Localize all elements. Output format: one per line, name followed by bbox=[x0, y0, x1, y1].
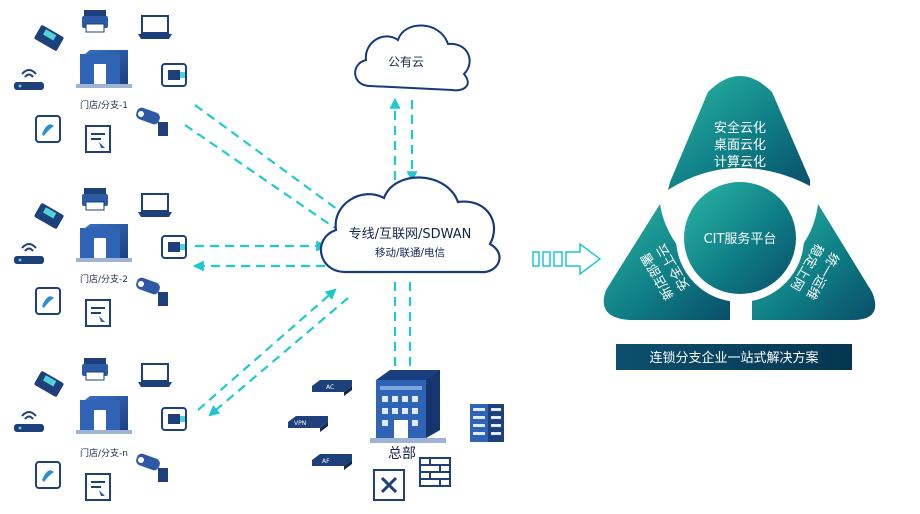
network-switch-icon bbox=[373, 469, 405, 501]
security-camera-icon bbox=[136, 453, 168, 482]
printer-icon bbox=[82, 358, 108, 381]
laptop-icon bbox=[138, 363, 172, 387]
store-building-icon bbox=[76, 224, 132, 262]
top-item-1: 安全云化 bbox=[714, 120, 766, 136]
public-cloud: 公有云 bbox=[354, 24, 471, 92]
af-appliance-icon: AF bbox=[312, 454, 352, 470]
laptop-icon bbox=[138, 15, 172, 39]
solution-arrow bbox=[532, 242, 602, 276]
headquarters-group: AC VPN AF 总部 bbox=[288, 370, 504, 501]
app-icon bbox=[35, 115, 61, 143]
vpn-appliance-icon: VPN bbox=[288, 416, 328, 432]
triangle-top-segment bbox=[668, 76, 810, 190]
network-cloud-title: 专线/互联网/SDWAN bbox=[349, 227, 472, 242]
public-cloud-label: 公有云 bbox=[388, 55, 424, 69]
pos-terminal-icon bbox=[34, 371, 64, 397]
firewall-icon bbox=[419, 457, 451, 487]
vpn-appliance-label: VPN bbox=[294, 420, 306, 427]
wifi-router-icon bbox=[14, 69, 44, 90]
banner-label: 连锁分支企业一站式解决方案 bbox=[649, 350, 818, 366]
triangle-right-segment bbox=[752, 204, 876, 320]
server-rack-icon bbox=[470, 404, 504, 442]
document-icon bbox=[85, 125, 111, 153]
printer-icon bbox=[82, 188, 108, 211]
office-building-icon bbox=[370, 370, 446, 443]
connection-lines bbox=[184, 97, 418, 417]
branch-label: 门店/分支-2 bbox=[80, 273, 128, 285]
branch-label: 门店/分支-1 bbox=[80, 99, 128, 111]
security-camera-icon bbox=[136, 107, 168, 136]
branch-group-2: 门店/分支-2 bbox=[14, 188, 187, 327]
hq-label: 总部 bbox=[388, 446, 416, 462]
laptop-icon bbox=[138, 193, 172, 217]
app-icon bbox=[35, 287, 61, 315]
arrow-right-icon bbox=[565, 242, 602, 276]
card-reader-icon bbox=[161, 63, 187, 87]
link-branch1-b bbox=[184, 124, 336, 229]
card-reader-icon bbox=[161, 235, 187, 259]
app-icon bbox=[35, 461, 61, 489]
branch-label: 门店/分支-n bbox=[80, 447, 128, 459]
pos-terminal-icon bbox=[34, 203, 64, 229]
store-building-icon bbox=[76, 396, 132, 434]
document-icon bbox=[85, 473, 111, 501]
solution-triangle: CIT服务平台 安全云化 桌面云化 计算云化 新店部署 安全上云 统一运维 稳定… bbox=[603, 76, 876, 320]
pos-terminal-icon bbox=[34, 25, 64, 51]
network-cloud-subtitle: 移动/联通/电信 bbox=[375, 246, 445, 259]
printer-icon bbox=[82, 10, 108, 33]
top-item-2: 桌面云化 bbox=[714, 138, 766, 153]
card-reader-icon bbox=[161, 407, 187, 431]
wifi-router-icon bbox=[14, 411, 44, 432]
store-building-icon bbox=[76, 50, 132, 88]
center-label: CIT服务平台 bbox=[704, 231, 777, 247]
wifi-router-icon bbox=[14, 243, 44, 264]
document-icon bbox=[85, 299, 111, 327]
branch-group-n: 门店/分支-n bbox=[14, 358, 187, 501]
triangle-left-segment bbox=[603, 204, 730, 320]
af-appliance-label: AF bbox=[322, 458, 330, 465]
branch-group-1: 门店/分支-1 bbox=[14, 10, 187, 153]
ac-appliance-label: AC bbox=[326, 384, 334, 391]
network-cloud: 专线/互联网/SDWAN 移动/联通/电信 bbox=[319, 176, 501, 274]
public-cloud-icon bbox=[354, 24, 471, 92]
top-item-3: 计算云化 bbox=[714, 155, 766, 170]
network-cloud-icon bbox=[319, 176, 501, 274]
link-branchn-b bbox=[208, 297, 349, 417]
solution-banner: 连锁分支企业一站式解决方案 bbox=[616, 344, 852, 370]
security-camera-icon bbox=[136, 277, 168, 306]
link-branchn-a bbox=[197, 288, 337, 411]
ac-appliance-icon: AC bbox=[312, 380, 352, 396]
link-branch1-a bbox=[194, 104, 346, 216]
